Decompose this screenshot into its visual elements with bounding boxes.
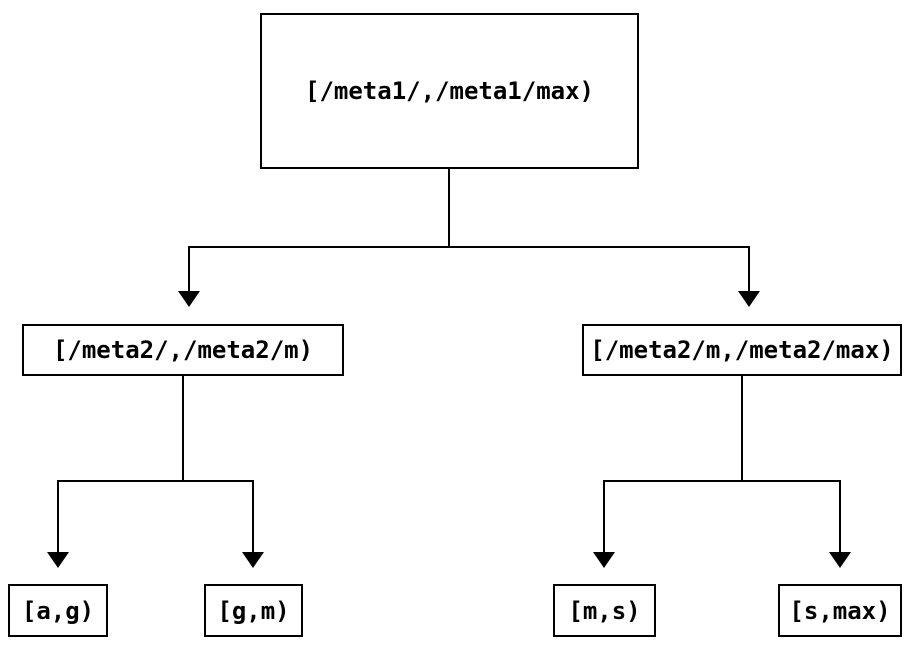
- connector-left-bar: [57, 480, 254, 482]
- node-leaf-a-g: [a,g): [8, 584, 108, 637]
- connector-right-bar: [603, 480, 841, 482]
- node-leaf-g-m: [g,m): [204, 584, 303, 637]
- connector-left-drop-1: [57, 480, 59, 552]
- arrow-down-icon: [829, 552, 851, 568]
- connector-root-stem: [448, 169, 450, 247]
- node-range-right: [/meta2/m,/meta2/max): [582, 324, 902, 376]
- arrow-down-icon: [47, 552, 69, 568]
- node-range-left: [/meta2/,/meta2/m): [22, 324, 344, 376]
- arrow-down-icon: [178, 291, 200, 307]
- arrow-down-icon: [242, 552, 264, 568]
- connector-left-stem: [182, 376, 184, 481]
- node-leaf-m-s: [m,s): [553, 584, 656, 637]
- node-leaf-s-max: [s,max): [778, 584, 902, 637]
- arrow-down-icon: [738, 291, 760, 307]
- connector-right-drop-1: [603, 480, 605, 552]
- connector-root-drop-right: [748, 246, 750, 291]
- node-root-range: [/meta1/,/meta1/max): [260, 13, 639, 169]
- connector-root-drop-left: [188, 246, 190, 291]
- arrow-down-icon: [593, 552, 615, 568]
- connector-left-drop-2: [252, 480, 254, 552]
- connector-right-stem: [741, 376, 743, 481]
- connector-right-drop-2: [839, 480, 841, 552]
- connector-root-bar: [188, 246, 750, 248]
